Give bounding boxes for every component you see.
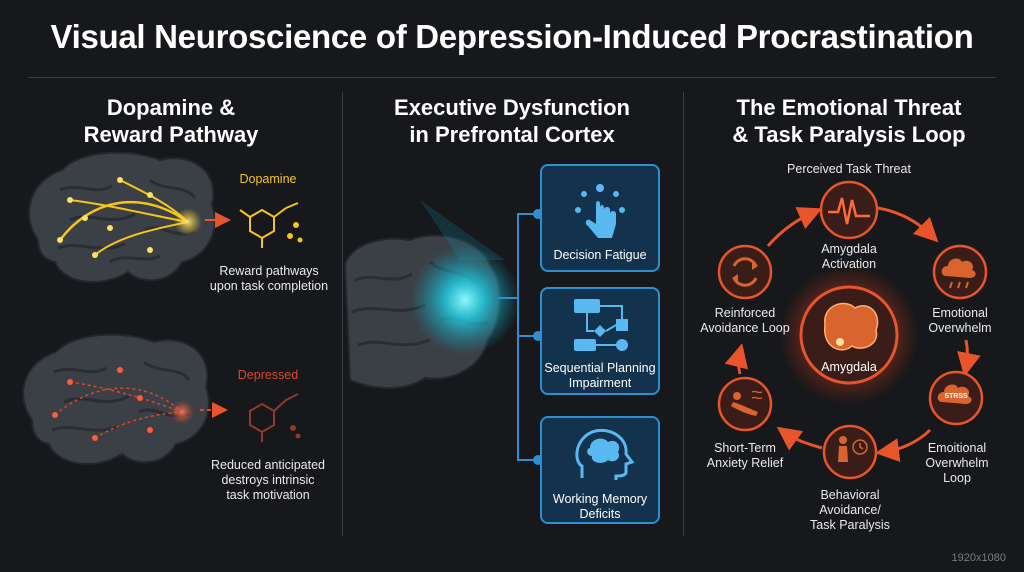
depressed-brain-icon [22,333,210,466]
resolution-watermark: 1920x1080 [951,552,1006,564]
node-avoidance-label: Behavioral Avoidance/ Task Paralysis [790,488,910,533]
node-relief-label: Short-Term Anxiety Relief [692,441,798,471]
emotional-heading: The Emotional Threat & Task Paralysis Lo… [704,94,994,148]
node-6-label-line-1: Short-Term [714,441,776,455]
card-decision-fatigue: Decision Fatigue [540,164,660,272]
healthy-caption-line-2: upon task completion [209,279,329,293]
card-decision-fatigue-label: Decision Fatigue [542,248,658,263]
dopamine-molecule-icon [239,202,303,248]
emotional-heading-line-2: & Task Paralysis Loop [732,122,966,147]
node-1-label-line-1: Perceived Task Threat [787,162,911,176]
card-working-memory: Working Memory Deficits [540,416,660,524]
node-6-label-line-2: Anxiety Relief [706,456,784,470]
executive-heading-line-2: in Prefrontal Cortex [409,122,615,147]
depressed-caption-line-2: destroys intrinsic [221,473,315,487]
depressed-tag: Depressed [237,368,299,382]
panel-divider-2 [683,92,684,536]
card-2-label-line-1: Sequential Planning [544,361,656,375]
node-activation-label: Amygdala Activation [790,242,908,272]
card-sequential-planning-label: Sequential Planning Impairment [542,361,658,391]
title-divider [28,77,996,78]
node-reinforced-label: Reinforced Avoidance Loop [688,306,802,336]
node-7-label-line-2: Avoidance Loop [700,321,790,335]
node-4-label-line-2: Overwhelm [925,456,989,470]
healthy-brain-icon [28,151,216,284]
node-overwhelm-loop-label: Emoitional Overwhelm Loop [904,441,1010,486]
node-5-label-line-1: Behavioral [820,488,880,502]
node-7-label-line-1: Reinforced [714,306,776,320]
executive-heading: Executive Dysfunction in Prefrontal Cort… [372,94,652,148]
node-2-label-line-1: Amygdala [821,242,877,256]
node-reinforced-icon [717,244,773,300]
hand-tap-icon [575,184,625,238]
node-relief-icon [717,376,773,432]
dopamine-heading-line-1: Dopamine & [106,95,236,120]
dopamine-heading: Dopamine & Reward Pathway [56,94,286,148]
page-title: Visual Neuroscience of Depression-Induce… [50,18,974,55]
dopamine-heading-line-2: Reward Pathway [83,122,259,147]
node-avoidance-icon [822,424,878,480]
executive-heading-line-1: Executive Dysfunction [394,95,630,120]
node-overwhelm-icon [932,244,988,300]
faded-molecule-icon [249,393,301,442]
card-2-label-line-2: Impairment [568,376,632,390]
healthy-caption: Reward pathways upon task completion [202,264,336,294]
node-5-label-line-3: Task Paralysis [810,518,890,532]
node-3-label-line-1: Emotional [932,306,988,320]
depressed-caption-line-1: Reduced anticipated [211,458,325,472]
card-3-label-line-1: Working Memory [552,492,648,506]
amygdala-center-label: Amygdala [821,360,877,374]
node-overwhelm-loop-icon-text: STRSS [944,393,968,400]
cycle-arrows [724,206,981,463]
flowchart-icon [574,299,628,351]
node-4-label-line-3: Loop [943,471,971,485]
node-4-label-line-1: Emoitional [927,441,987,455]
depressed-caption-line-3: task motivation [226,488,310,502]
depressed-caption: Reduced anticipated destroys intrinsic t… [198,458,338,503]
node-threat-icon [819,180,879,240]
panel-divider-1 [342,92,343,536]
node-threat-label: Perceived Task Threat [764,162,934,177]
node-overwhelm-label: Emotional Overwhelm [910,306,1010,336]
healthy-caption-line-1: Reward pathways [219,264,319,278]
amygdala-center-icon [779,265,919,405]
card-1-label-line-1: Decision Fatigue [553,248,647,262]
emotional-heading-line-1: The Emotional Threat [736,95,962,120]
prefrontal-brain-icon [343,200,520,389]
dopamine-tag: Dopamine [239,172,297,186]
head-brain-icon [575,429,635,480]
node-2-label-line-2: Activation [821,257,877,271]
node-3-label-line-2: Overwhelm [928,321,992,335]
node-overwhelm-loop-icon [928,370,984,426]
card-3-label-line-2: Deficits [579,507,621,521]
node-5-label-line-2: Avoidance/ [819,503,881,517]
card-working-memory-label: Working Memory Deficits [542,492,658,522]
card-sequential-planning: Sequential Planning Impairment [540,287,660,395]
